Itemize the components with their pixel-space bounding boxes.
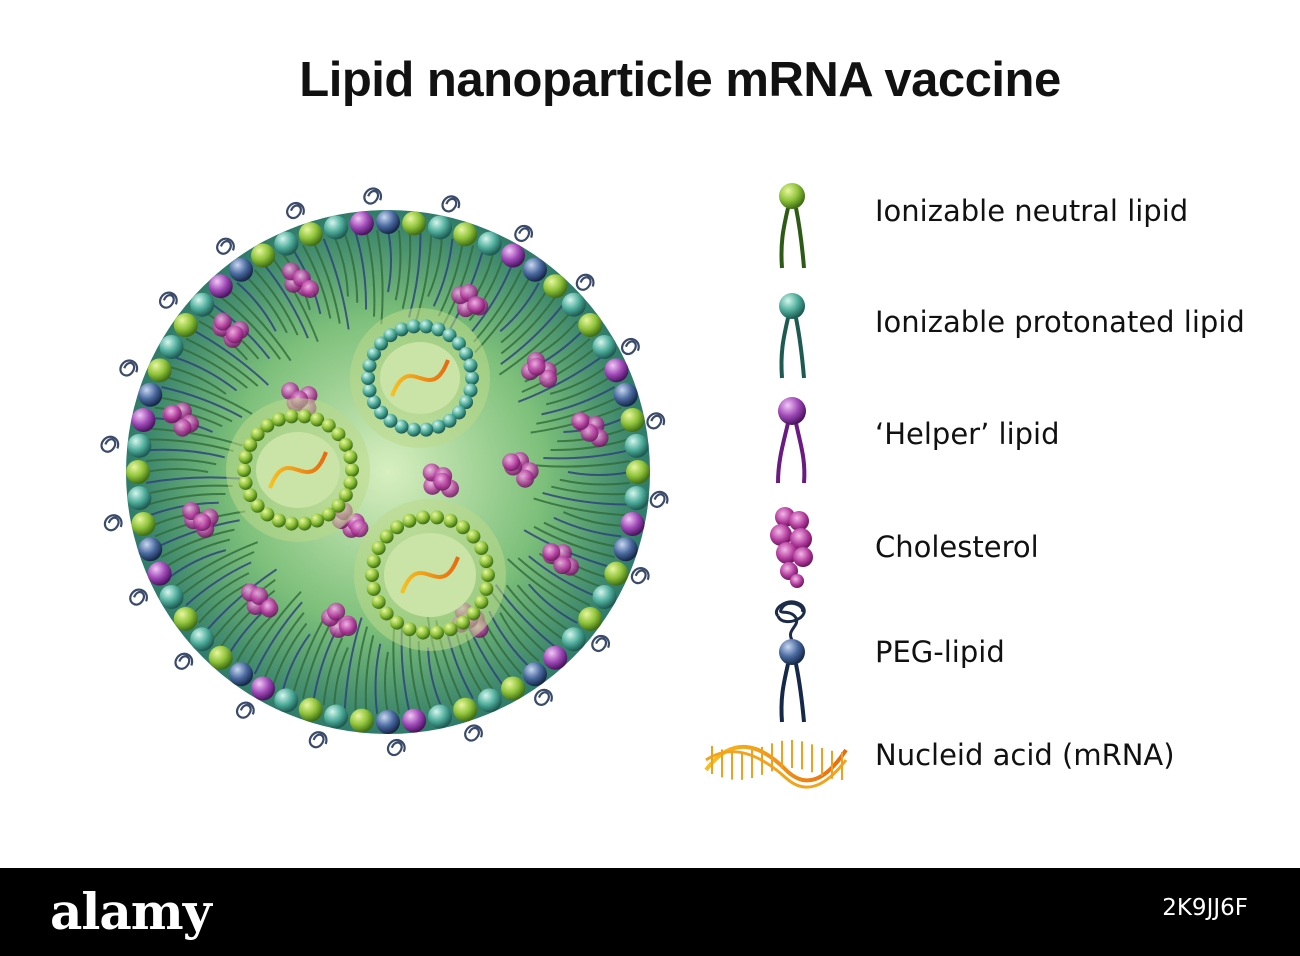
legend-label-ionizable-protonated: Ionizable protonated lipid [875,305,1245,339]
legend-icon-peg-lipid [775,600,806,723]
legend-icon-helper [776,397,807,484]
page-title: Lipid nanoparticle mRNA vaccine [299,53,1061,107]
legend-icon-cholesterol [770,507,813,588]
image-id: 2K9JJ6F [1162,895,1248,921]
legend-icon-ionizable-protonated [779,293,806,379]
watermark-bar: alamy 2K9JJ6F [0,868,1300,956]
legend-label-helper: ‘Helper’ lipid [875,417,1060,451]
brand-logo: alamy [50,882,212,941]
legend-label-mrna: Nucleid acid (mRNA) [875,738,1175,772]
legend-icon-mrna [704,740,848,789]
legend-label-peg-lipid: PEG-lipid [875,635,1005,669]
outer-lipid-shell [126,210,650,734]
legend-label-cholesterol: Cholesterol [875,530,1039,564]
legend-icon-ionizable-neutral [779,183,806,269]
lnp-illustration [100,183,848,789]
nanoparticle [100,187,669,757]
legend-label-ionizable-neutral: Ionizable neutral lipid [875,194,1189,228]
mrna-vesicles [226,308,506,651]
peg-coils [100,187,669,757]
